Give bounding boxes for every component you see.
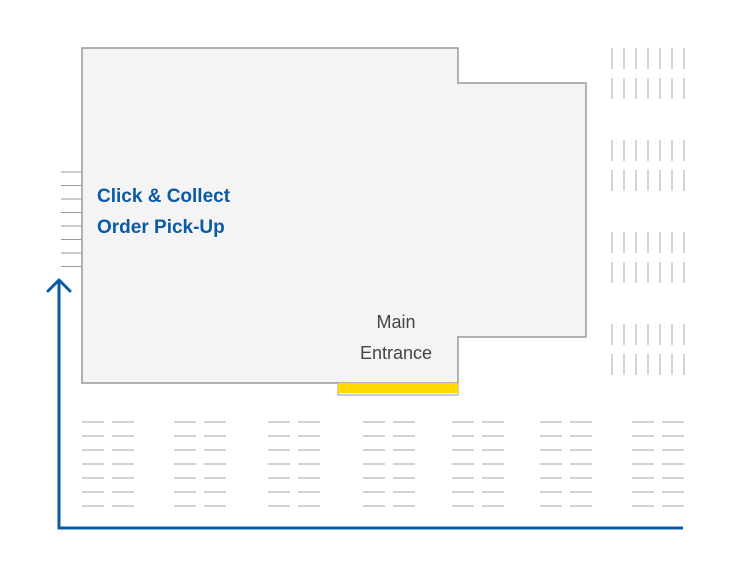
entrance-label-line2: Entrance: [360, 343, 432, 363]
entrance-marker: [338, 383, 458, 393]
parking-right: [611, 48, 685, 375]
route-arrow: [57, 280, 683, 530]
parking-bottom: [82, 421, 684, 507]
pickup-bay-stalls: [61, 171, 82, 267]
entrance-label-line1: Main: [376, 312, 415, 332]
route-arrowhead: [46, 278, 72, 293]
pickup-label-line2: Order Pick-Up: [97, 217, 225, 238]
store-building: [81, 47, 587, 384]
pickup-label-line1: Click & Collect: [97, 186, 231, 207]
